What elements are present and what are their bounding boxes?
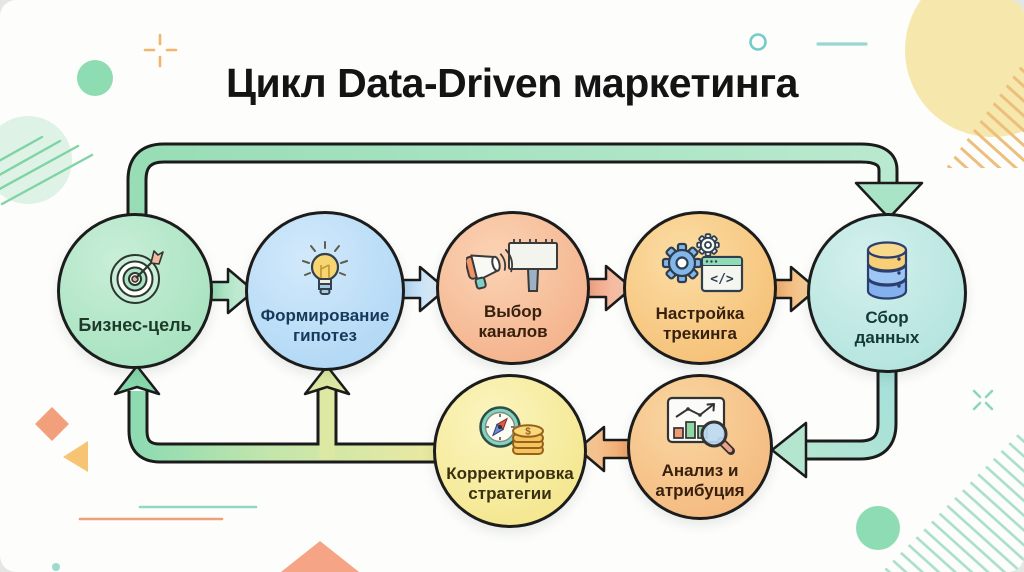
decor-teal-dot-bottomleft [52,563,60,571]
node-channels[interactable]: Выбор каналов [436,211,590,365]
compass-coins-icon: $ [479,406,544,455]
page-title: Цикл Data-Driven маркетинга [226,60,798,106]
decor-yellow-triangle [63,441,88,472]
node-label: Бизнес-цель [78,315,192,336]
decor-plus-sparkle-icon [143,33,178,68]
node-label: Корректировка стратегии [446,463,574,503]
node-tracking[interactable]: </> Настройка трекинга [623,211,777,365]
gears-code-icon: </> [661,233,744,293]
decor-green-dot-topleft [77,60,113,96]
bottom-band [127,389,440,464]
node-label: Настройка трекинга [655,303,745,343]
node-label: Сбор данных [854,307,920,347]
node-label: Анализ и атрибуция [655,460,745,500]
right-band [803,370,898,461]
arrowhead-into-analysis [770,421,808,479]
arrowhead-into-data-collection [854,181,924,220]
node-analysis[interactable]: Анализ и атрибуция [627,374,773,520]
chart-magnifier-icon [666,396,735,455]
decor-salmon-triangle [281,541,359,572]
megaphone-billboard-icon [466,238,558,292]
arrowhead-into-hypotheses [303,364,351,396]
decor-teal-ring-icon [749,33,767,51]
decor-green-dot-bottomright [856,506,900,550]
arrowhead-into-business-goal [113,364,161,396]
decor-orange-hatch-triangle [946,62,1024,168]
node-hypotheses[interactable]: Формирование гипотез [245,211,405,371]
decor-green-lines [0,135,94,206]
decor-teal-hatch-triangle [882,428,1024,572]
decor-x-cross-icon [972,389,994,411]
node-strategy[interactable]: $ Корректировка стратегии [433,374,587,528]
node-business-goal[interactable]: Бизнес-цель [57,213,213,369]
svg-text:</>: </> [710,272,734,287]
decor-orange-diamond [35,407,69,441]
target-icon [110,250,164,305]
svg-text:$: $ [525,426,531,437]
node-data-collection[interactable]: Сбор данных [807,213,967,373]
database-icon [866,241,908,300]
node-label: Выбор каналов [478,301,548,341]
top-loop-band [126,142,899,218]
decor-faded-circle [0,116,72,204]
lightbulb-icon [302,240,348,295]
node-label: Формирование гипотез [260,305,390,345]
